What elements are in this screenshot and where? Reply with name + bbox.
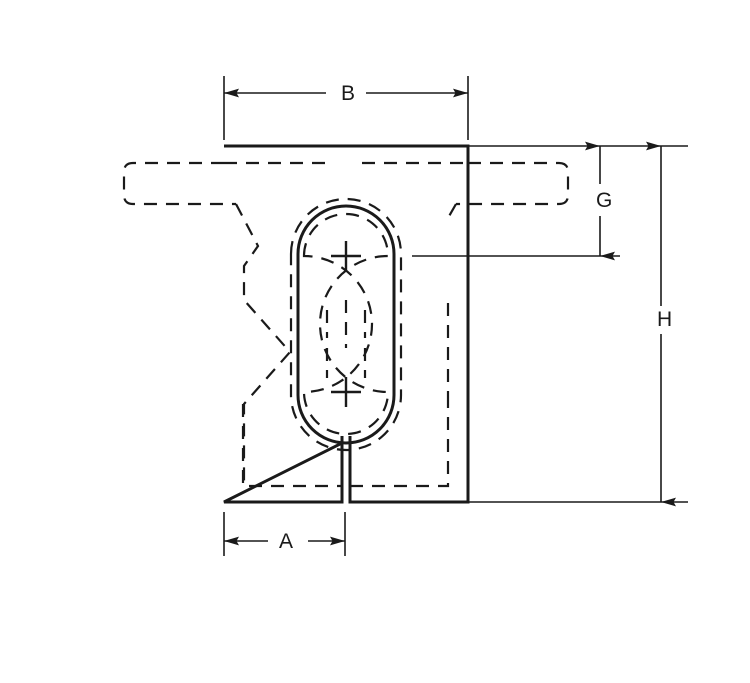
dim-label-A: A bbox=[275, 530, 298, 553]
dim-label-H: H bbox=[653, 308, 677, 331]
keyhole-slot bbox=[296, 204, 396, 445]
dim-label-G: G bbox=[592, 189, 617, 212]
hidden-inner-rectangle-right bbox=[350, 404, 450, 488]
hidden-inner-rectangle bbox=[241, 404, 341, 488]
hidden-diagonal-fold bbox=[235, 203, 292, 486]
hidden-wing-right bbox=[456, 161, 570, 206]
upper-hole-center-mark bbox=[331, 241, 361, 271]
lower-hole-center-mark bbox=[331, 377, 361, 407]
bottom-relief-slot bbox=[340, 436, 352, 502]
hidden-wing-left bbox=[122, 161, 236, 206]
hidden-diagonal-fold-right bbox=[447, 203, 457, 219]
hidden-peanut-outer bbox=[289, 197, 403, 452]
hidden-peanut-inner bbox=[302, 212, 390, 436]
dim-label-B: B bbox=[337, 82, 360, 105]
